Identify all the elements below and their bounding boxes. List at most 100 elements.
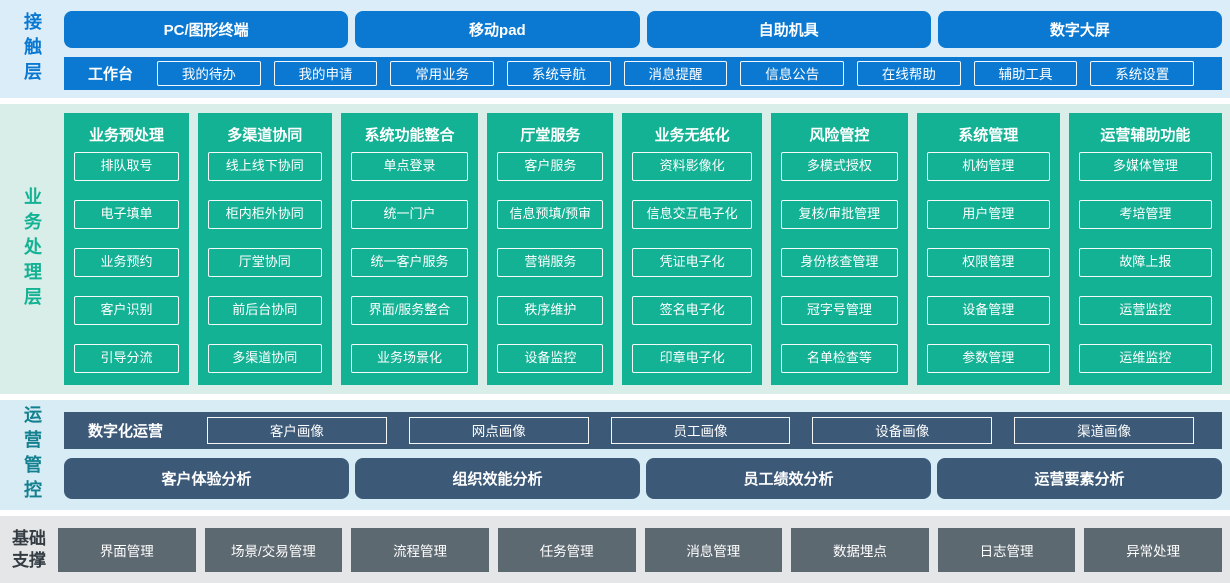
business-item: 身份核查管理 xyxy=(780,248,898,277)
business-item: 参数管理 xyxy=(926,344,1050,373)
business-column-title: 厅堂服务 xyxy=(520,126,581,144)
business-item: 前后台协同 xyxy=(208,296,322,325)
digital-operations-item: 员工画像 xyxy=(610,416,791,444)
operations-layer-gutter: 运营管控 xyxy=(0,400,64,510)
business-item: 线上线下协同 xyxy=(208,152,322,181)
terminal-button: PC/图形终端 xyxy=(64,10,349,48)
business-item: 故障上报 xyxy=(1078,248,1212,277)
business-item: 单点登录 xyxy=(350,152,469,181)
business-item: 排队取号 xyxy=(74,152,180,181)
business-item: 签名电子化 xyxy=(632,296,752,325)
business-column: 业务无纸化资料影像化信息交互电子化凭证电子化签名电子化印章电子化 xyxy=(622,113,762,385)
digital-operations-items: 客户画像网点画像员工画像设备画像渠道画像 xyxy=(207,416,1194,444)
foundation-support-band: 基础支撑 界面管理场景/交易管理流程管理任务管理消息管理数据埋点日志管理异常处理 xyxy=(0,516,1230,583)
foundation-item: 日志管理 xyxy=(937,527,1076,572)
business-item: 统一门户 xyxy=(350,200,469,229)
business-column: 厅堂服务客户服务信息预填/预审营销服务秩序维护设备监控 xyxy=(487,113,614,385)
foundation-items: 界面管理场景/交易管理流程管理任务管理消息管理数据埋点日志管理异常处理 xyxy=(58,527,1222,572)
analysis-item: 客户体验分析 xyxy=(64,457,349,499)
business-item: 业务预约 xyxy=(74,248,180,277)
business-item: 资料影像化 xyxy=(632,152,752,181)
foundation-content: 界面管理场景/交易管理流程管理任务管理消息管理数据埋点日志管理异常处理 xyxy=(58,516,1230,583)
contact-layer-label: 接触层 xyxy=(22,11,42,87)
terminal-button: 数字大屏 xyxy=(937,10,1222,48)
workbench-item: 我的申请 xyxy=(273,60,378,86)
business-item: 电子填单 xyxy=(74,200,180,229)
business-column-items: 线上线下协同柜内柜外协同厅堂协同前后台协同多渠道协同 xyxy=(208,152,322,373)
business-column: 运营辅助功能多媒体管理考培管理故障上报运营监控运维监控 xyxy=(1068,113,1222,385)
contact-layer-gutter: 接触层 xyxy=(0,0,64,98)
digital-operations-item: 网点画像 xyxy=(408,416,589,444)
analysis-row: 客户体验分析组织效能分析员工绩效分析运营要素分析 xyxy=(64,457,1222,499)
workbench-item: 辅助工具 xyxy=(973,60,1078,86)
digital-operations-bar: 数字化运营 客户画像网点画像员工画像设备画像渠道画像 xyxy=(64,411,1222,449)
business-item: 客户识别 xyxy=(74,296,180,325)
business-column-title: 多渠道协同 xyxy=(227,126,303,144)
business-item: 引导分流 xyxy=(74,344,180,373)
business-column: 业务预处理排队取号电子填单业务预约客户识别引导分流 xyxy=(64,113,190,385)
business-item: 统一客户服务 xyxy=(350,248,469,277)
business-column-items: 排队取号电子填单业务预约客户识别引导分流 xyxy=(74,152,180,373)
business-item: 营销服务 xyxy=(497,248,604,277)
workbench-item: 系统导航 xyxy=(507,60,611,86)
business-item: 客户服务 xyxy=(497,152,604,181)
digital-operations-item: 客户画像 xyxy=(207,416,387,444)
business-item: 多模式授权 xyxy=(780,152,898,181)
foundation-layer-label: 基础支撑 xyxy=(12,529,46,570)
business-item: 运维监控 xyxy=(1078,344,1212,373)
business-column-items: 资料影像化信息交互电子化凭证电子化签名电子化印章电子化 xyxy=(632,152,752,373)
business-column: 风险管控多模式授权复核/审批管理身份核查管理冠字号管理名单检查等 xyxy=(770,113,908,385)
business-item: 权限管理 xyxy=(926,248,1050,277)
terminal-button: 自助机具 xyxy=(646,10,931,48)
business-item: 印章电子化 xyxy=(632,344,752,373)
workbench-item: 消息提醒 xyxy=(623,60,728,86)
business-column-title: 业务无纸化 xyxy=(654,126,730,144)
business-column-title: 业务预处理 xyxy=(89,126,165,144)
business-item: 考培管理 xyxy=(1078,200,1212,229)
digital-operations-item: 设备画像 xyxy=(812,416,993,444)
terminal-button: 移动pad xyxy=(355,10,640,48)
business-item: 秩序维护 xyxy=(497,296,604,325)
business-item: 多媒体管理 xyxy=(1078,152,1212,181)
foundation-layer-gutter: 基础支撑 xyxy=(0,516,58,583)
business-columns: 业务预处理排队取号电子填单业务预约客户识别引导分流多渠道协同线上线下协同柜内柜外… xyxy=(64,104,1230,394)
business-column-items: 单点登录统一门户统一客户服务界面/服务整合业务场景化 xyxy=(350,152,469,373)
analysis-item: 运营要素分析 xyxy=(937,457,1222,499)
business-column-title: 系统功能整合 xyxy=(364,126,455,144)
analysis-item: 员工绩效分析 xyxy=(646,457,931,499)
workbench-item: 在线帮助 xyxy=(857,60,961,86)
business-item: 复核/审批管理 xyxy=(780,200,898,229)
operations-control-band: 运营管控 数字化运营 客户画像网点画像员工画像设备画像渠道画像 客户体验分析组织… xyxy=(0,400,1230,510)
business-layer-gutter: 业务处理层 xyxy=(0,104,64,394)
business-column-items: 客户服务信息预填/预审营销服务秩序维护设备监控 xyxy=(497,152,604,373)
foundation-item: 场景/交易管理 xyxy=(204,527,343,572)
business-item: 界面/服务整合 xyxy=(350,296,469,325)
business-item: 设备管理 xyxy=(926,296,1050,325)
foundation-item: 消息管理 xyxy=(644,527,783,572)
foundation-item: 数据埋点 xyxy=(791,527,929,572)
business-item: 机构管理 xyxy=(926,152,1050,181)
workbench-items: 我的待办我的申请常用业务系统导航消息提醒信息公告在线帮助辅助工具系统设置 xyxy=(157,60,1195,86)
business-column: 多渠道协同线上线下协同柜内柜外协同厅堂协同前后台协同多渠道协同 xyxy=(198,113,332,385)
workbench-bar: 工作台 我的待办我的申请常用业务系统导航消息提醒信息公告在线帮助辅助工具系统设置 xyxy=(64,56,1222,90)
business-item: 设备监控 xyxy=(497,344,604,373)
business-column-items: 多媒体管理考培管理故障上报运营监控运维监控 xyxy=(1078,152,1212,373)
analysis-item: 组织效能分析 xyxy=(355,457,640,499)
foundation-item: 流程管理 xyxy=(351,527,489,572)
business-item: 厅堂协同 xyxy=(208,248,322,277)
business-layer-label: 业务处理层 xyxy=(22,186,42,312)
business-item: 冠字号管理 xyxy=(780,296,898,325)
business-item: 业务场景化 xyxy=(350,344,469,373)
business-item: 凭证电子化 xyxy=(632,248,752,277)
business-column-items: 机构管理用户管理权限管理设备管理参数管理 xyxy=(926,152,1050,373)
workbench-label: 工作台 xyxy=(88,65,134,83)
workbench-item: 信息公告 xyxy=(740,60,845,86)
foundation-item: 任务管理 xyxy=(497,527,636,572)
business-item: 信息交互电子化 xyxy=(632,200,752,229)
business-processing-layer-band: 业务处理层 业务预处理排队取号电子填单业务预约客户识别引导分流 多渠道协同线上线下… xyxy=(0,104,1230,394)
business-item: 名单检查等 xyxy=(780,344,898,373)
workbench-item: 我的待办 xyxy=(157,60,261,86)
